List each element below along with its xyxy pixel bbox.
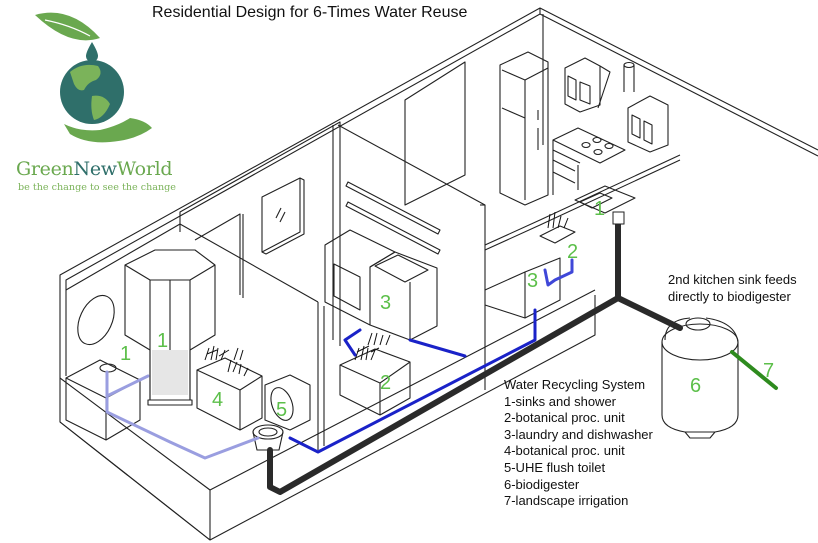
plant-foliage	[204, 211, 569, 377]
bathroom-light-pipe	[105, 370, 260, 460]
dishwasher-pipe	[543, 258, 574, 287]
legend-item: 7-landscape irrigation	[504, 493, 629, 509]
marker-toilet: 5	[276, 399, 288, 421]
brand-tagline: be the change to see the change	[18, 182, 176, 193]
legend-item: 1-sinks and shower	[504, 393, 616, 409]
legend-item: 6-biodigester	[504, 476, 580, 492]
marker-laundry: 3	[380, 292, 392, 314]
note-line-2: directly to biodigester	[668, 288, 791, 304]
bathroom-mirror	[77, 294, 115, 346]
marker-shower: 1	[157, 330, 169, 352]
stove-chimney	[623, 61, 635, 92]
brand-name-part2: New	[73, 158, 118, 180]
marker-dishwasher: 3	[527, 270, 539, 292]
laundry-planter	[339, 348, 411, 416]
diagram-title: Residential Design for 6-Times Water Reu…	[152, 4, 468, 21]
greywater-pipe	[288, 308, 537, 454]
kitchen-upper-cabinets	[564, 57, 669, 153]
refrigerator	[499, 51, 549, 206]
water-drop-icon	[86, 42, 98, 62]
kitchen-counter	[484, 154, 681, 319]
marker-laundry-planter: 2	[380, 372, 392, 394]
legend-item: 4-botanical proc. unit	[504, 443, 625, 459]
legend: Water Recycling System 1-sinks and showe…	[504, 377, 653, 510]
legend-item: 5-UHE flush toilet	[504, 459, 606, 475]
house-floor-slab	[59, 289, 596, 541]
marker-bath-planter: 4	[212, 389, 224, 411]
bathroom-vanity	[65, 359, 141, 441]
marker-biodigester: 6	[690, 375, 702, 397]
legend-item: 2-botanical proc. unit	[504, 410, 625, 426]
hand-icon	[64, 118, 152, 143]
legend-heading: Water Recycling System	[504, 377, 646, 392]
bathroom-planter	[196, 357, 263, 431]
laundry-machines	[324, 229, 438, 341]
stove-range	[552, 127, 626, 195]
marker-irrigation: 7	[763, 360, 775, 382]
bedroom-window	[261, 177, 305, 255]
legend-item: 3-laundry and dishwasher	[504, 426, 653, 442]
bedroom-door	[194, 213, 244, 298]
irrigation-pipe	[730, 350, 778, 390]
house-outer-walls	[59, 7, 818, 378]
shower-stall	[124, 249, 216, 406]
brand-name: GreenNewWorld	[16, 158, 173, 180]
laundry-shelves	[345, 181, 441, 255]
waste-pipe	[267, 219, 683, 495]
marker-bath-sink: 1	[120, 343, 132, 365]
marker-kitchen-planter: 2	[567, 241, 579, 263]
note-line-1: 2nd kitchen sink feeds	[668, 272, 797, 287]
kitchen-sink-note: 2nd kitchen sink feeds directly to biodi…	[668, 272, 797, 305]
kitchen-drain-trap	[612, 211, 625, 225]
laundry-pipe	[343, 328, 467, 358]
brand-name-part1: Green	[16, 158, 74, 180]
marker-kitchen-sink: 1	[594, 198, 606, 220]
brand-name-part3: World	[116, 158, 173, 180]
logo-emblem	[35, 12, 152, 143]
